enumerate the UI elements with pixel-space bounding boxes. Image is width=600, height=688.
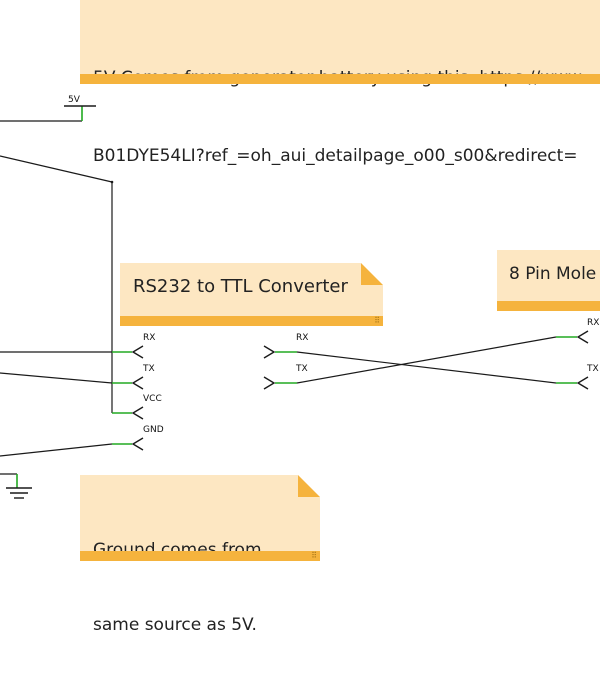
left-pin-gnd-label: GND: [143, 425, 164, 435]
right-pin-tx[interactable]: TX: [556, 364, 599, 390]
resize-grip-icon[interactable]: ⠿: [311, 551, 317, 560]
note-band: [497, 301, 600, 311]
schematic-canvas[interactable]: 5V RX TX VCC GND: [0, 0, 600, 600]
note-power-line2: B01DYE54LI?ref_=oh_aui_detailpage_o00_s0…: [93, 146, 578, 166]
middle-pin-tx[interactable]: TX: [263, 364, 308, 390]
note-band: [80, 74, 600, 84]
right-pin-rx-label: RX: [587, 318, 599, 328]
middle-connector[interactable]: RX TX: [263, 333, 308, 390]
note-molex-text: 8 Pin Mole: [509, 264, 597, 284]
wire-tx-left[interactable]: [0, 372, 113, 384]
note-fold-corner: [361, 263, 383, 285]
left-pin-rx-label: RX: [143, 333, 155, 343]
right-pin-rx[interactable]: RX: [556, 318, 599, 344]
right-connector[interactable]: RX TX: [556, 318, 599, 390]
power-net-5v[interactable]: 5V: [0, 95, 96, 122]
note-ground[interactable]: Ground comes from same source as 5V. ⠿: [80, 475, 320, 635]
resize-grip-icon[interactable]: ⠿: [374, 316, 380, 325]
left-pin-gnd[interactable]: GND: [112, 425, 164, 451]
5v-label: 5V: [68, 95, 81, 105]
note-converter-text: RS232 to TTL Converter: [133, 276, 348, 297]
note-power-source[interactable]: 5V Comes from generator battery using th…: [80, 0, 600, 166]
left-pin-vcc[interactable]: VCC: [112, 394, 162, 420]
middle-pin-rx[interactable]: RX: [263, 333, 308, 359]
left-pin-tx[interactable]: TX: [112, 364, 155, 390]
note-band: [80, 551, 320, 561]
note-band: [120, 316, 383, 326]
wire-rx-crossover[interactable]: [296, 351, 557, 384]
note-converter[interactable]: RS232 to TTL Converter ⠿: [120, 263, 383, 326]
wire-gnd-left[interactable]: [0, 443, 113, 457]
wire-to-vcc-bus[interactable]: [0, 155, 113, 183]
note-fold-corner: [298, 475, 320, 497]
note-molex[interactable]: 8 Pin Mole: [497, 250, 600, 311]
ground-symbol[interactable]: [0, 473, 32, 499]
middle-pin-tx-label: TX: [295, 364, 308, 374]
wire-tx-crossover[interactable]: [296, 336, 557, 384]
left-pin-tx-label: TX: [142, 364, 155, 374]
left-connector[interactable]: RX TX VCC GND: [112, 333, 164, 451]
left-pin-rx[interactable]: RX: [112, 333, 155, 359]
left-pin-vcc-label: VCC: [143, 394, 162, 404]
middle-pin-rx-label: RX: [296, 333, 308, 343]
junction-dot: [110, 180, 114, 184]
note-ground-line2: same source as 5V.: [93, 615, 257, 635]
right-pin-tx-label: TX: [586, 364, 599, 374]
